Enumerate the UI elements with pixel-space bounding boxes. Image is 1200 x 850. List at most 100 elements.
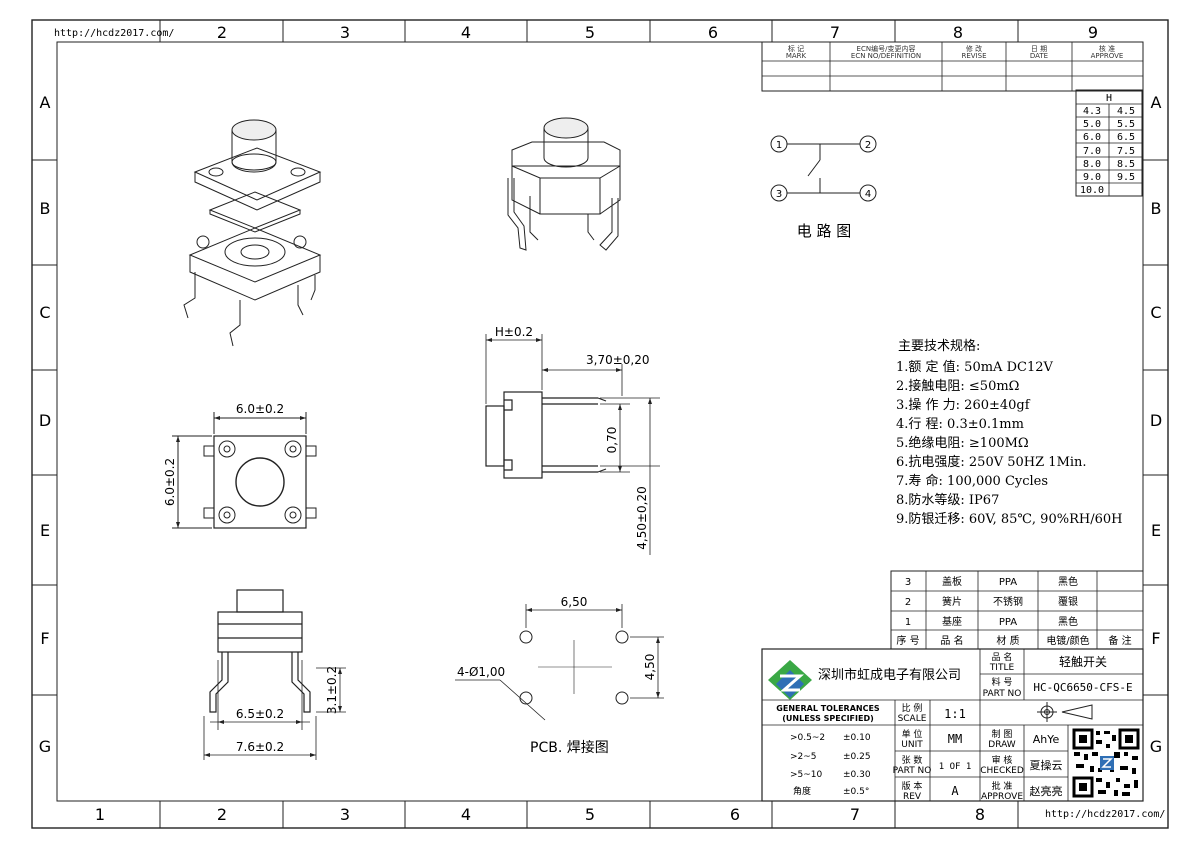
bom-cell: 盖板 — [942, 575, 962, 588]
h-cell: 6.5 — [1117, 132, 1135, 143]
col-label: 6 — [730, 805, 740, 824]
rev-header-cn: 日 期 — [1031, 45, 1047, 53]
part-number: HC-QC6650-CFS-E — [1033, 681, 1132, 694]
dim-top-height: 6.0±0.2 — [163, 458, 177, 506]
rev-header-en: MARK — [786, 52, 807, 60]
dim-front-31: 3.1±0.2 — [325, 666, 339, 714]
dim-top-width: 6.0±0.2 — [236, 402, 284, 416]
dim-side-370: 3,70±0,20 — [586, 353, 650, 367]
draw-label-cn: 制 图 — [992, 728, 1013, 740]
assembled-3d-view — [507, 117, 621, 251]
spec-line: 1.额 定 值: 50mA DC12V — [896, 359, 1053, 375]
bom-cell: 1 — [905, 617, 911, 628]
projection-symbol-icon — [1037, 702, 1093, 722]
url-bottom[interactable]: http://hcdz2017.com/ — [1045, 809, 1165, 820]
h-table: H 4.3 4.5 5.0 5.5 6.0 6.5 7.0 7.5 8.0 8.… — [1075, 89, 1143, 197]
pin-label: 1 — [776, 140, 782, 151]
col-label: 3 — [340, 805, 350, 824]
row-label: C — [1150, 303, 1161, 322]
bom-table: 3 盖板 PPA 黑色 2 簧片 不锈钢 覆银 1 基座 PPA 黑色 序 号 … — [890, 570, 1144, 650]
scale-label-en: SCALE — [898, 714, 927, 724]
h-cell: 6.0 — [1083, 132, 1101, 143]
spec-line: 9.防银迁移: 60V, 85℃, 90%RH/60H — [896, 511, 1122, 527]
col-label: 2 — [217, 805, 227, 824]
approve-value: 赵亮亮 — [1030, 784, 1063, 798]
unit-value: MM — [948, 732, 962, 746]
exploded-view — [183, 119, 322, 347]
qr-code-icon[interactable] — [1072, 728, 1140, 798]
outer-frame — [31, 19, 1169, 829]
inner-frame — [56, 41, 1144, 802]
h-cell: 8.0 — [1083, 159, 1101, 170]
col-label: 7 — [850, 805, 860, 824]
title-label-en: TITLE — [989, 663, 1015, 673]
tolerance-value: ±0.5° — [843, 787, 869, 797]
check-value: 夏操云 — [1030, 758, 1063, 772]
tolerance-range: >0.5~2 — [790, 733, 825, 743]
rev-label-cn: 版 本 — [902, 780, 923, 792]
h-cell: 7.0 — [1083, 146, 1101, 157]
bottom-column-labels: 1 2 3 4 5 6 7 8 — [95, 805, 985, 824]
h-cell: 5.5 — [1117, 119, 1135, 130]
h-cell: 5.0 — [1083, 119, 1101, 130]
bom-cell: 2 — [905, 597, 911, 608]
row-labels: A A B B C C D D E E F F G G — [39, 93, 1162, 756]
row-label: F — [1151, 629, 1160, 648]
check-label-en: CHECKED — [980, 766, 1024, 776]
spec-line: 4.行 程: 0.3±0.1mm — [896, 417, 1024, 432]
dim-front-65: 6.5±0.2 — [236, 707, 284, 721]
top-grid-dividers — [32, 20, 1168, 828]
bom-cell: 3 — [905, 577, 911, 588]
bom-cell: PPA — [999, 577, 1017, 588]
row-label: E — [1151, 521, 1161, 540]
row-label: C — [39, 303, 50, 322]
scale-label-cn: 比 例 — [902, 702, 923, 714]
row-label: A — [1151, 93, 1162, 112]
rev-header-cn: 修 改 — [966, 44, 982, 53]
h-cell: 4.3 — [1083, 106, 1101, 117]
col-label: 3 — [340, 23, 350, 42]
bom-cell: 不锈钢 — [993, 595, 1023, 608]
sheet-label-cn: 张 数 — [902, 754, 923, 766]
unit-label-cn: 单 位 — [902, 728, 923, 740]
h-cell: 4.5 — [1117, 106, 1135, 117]
spec-line: 8.防水等级: IP67 — [896, 492, 999, 508]
h-cell: 7.5 — [1117, 146, 1135, 157]
bom-header: 品 名 — [940, 634, 963, 647]
rev-header-en: DATE — [1030, 52, 1048, 60]
col-label: 5 — [585, 23, 595, 42]
revision-table: 标 记 MARK ECN编号/变更内容 ECN NO/DEFINITION 修 … — [761, 41, 1144, 92]
spec-line: 3.操 作 力: 260±40gf — [896, 397, 1031, 413]
row-label: E — [40, 521, 50, 540]
h-table-header: H — [1106, 93, 1112, 104]
dim-pcb-650: 6,50 — [561, 595, 588, 609]
approve-label-en: APPROVE — [981, 792, 1023, 802]
col-label: 9 — [1088, 23, 1098, 42]
bom-cell: 黑色 — [1058, 575, 1078, 588]
bom-cell: 簧片 — [942, 595, 962, 608]
spec-line: 5.绝缘电阻: ≥100MΩ — [896, 435, 1029, 451]
rev-header-en: APPROVE — [1091, 52, 1124, 60]
url-top[interactable]: http://hcdz2017.com/ — [54, 28, 174, 39]
col-label: 6 — [708, 23, 718, 42]
top-view: 6.0±0.2 6.0±0.2 — [163, 402, 317, 529]
col-label: 8 — [975, 805, 985, 824]
scale-value: 1:1 — [944, 707, 966, 721]
rev-header-cn: ECN编号/变更内容 — [857, 44, 916, 53]
circuit-caption: 电 路 图 — [797, 222, 852, 240]
row-label: B — [1151, 199, 1162, 218]
bom-header: 材 质 — [996, 634, 1019, 647]
pin-label: 2 — [865, 140, 871, 151]
h-cell: 9.5 — [1117, 172, 1135, 183]
dim-pcb-hole: 4-Ø1,00 — [457, 665, 505, 679]
bom-header: 备 注 — [1108, 634, 1131, 647]
row-label: A — [40, 93, 51, 112]
check-label-cn: 审 核 — [992, 754, 1013, 766]
rev-label-en: REV — [903, 792, 922, 802]
h-cell: 9.0 — [1083, 172, 1101, 183]
top-column-labels: 2 3 4 5 6 7 8 9 — [217, 23, 1098, 42]
bom-header: 电镀/颜色 — [1046, 634, 1089, 647]
tolerance-subtitle: (UNLESS SPECIFIED) — [782, 714, 874, 723]
specs-block: 主要技术规格: 1.额 定 值: 50mA DC12V 2.接触电阻: ≤50m… — [896, 338, 1122, 527]
rev-header-en: REVISE — [961, 52, 986, 60]
